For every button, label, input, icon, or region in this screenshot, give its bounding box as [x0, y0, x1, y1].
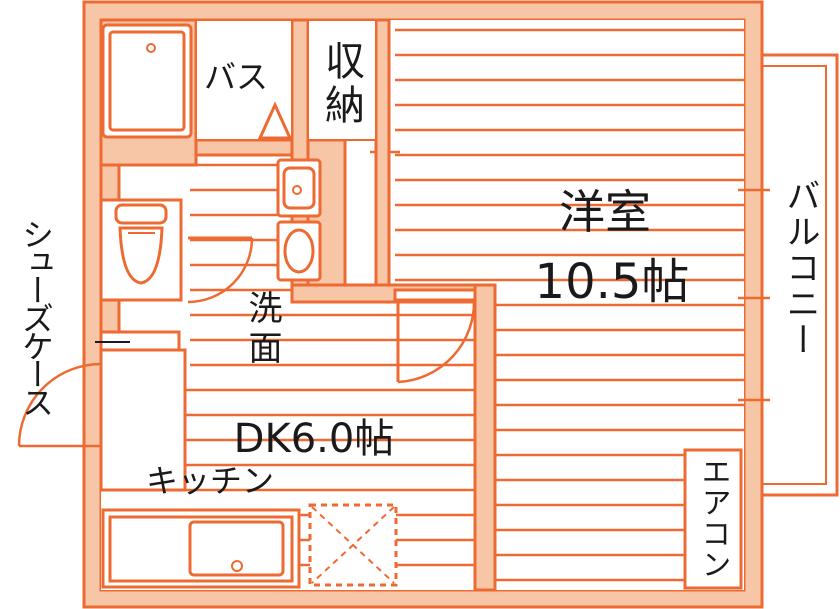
room-name-western: 洋室 [559, 185, 651, 239]
entrance-door-icon [17, 362, 103, 448]
stove-icon [308, 503, 398, 587]
washbasin-icon [276, 158, 322, 218]
bath-label: バス [204, 58, 268, 96]
washroom-label: 洗面 [242, 290, 282, 370]
toilet-icon [114, 203, 168, 285]
shoe-case [95, 330, 187, 492]
dk-floor [101, 163, 475, 567]
door-swing-icon [187, 236, 254, 304]
balcony-label: バルコニー [780, 178, 820, 358]
storage-area [307, 19, 377, 141]
room-door-icon [393, 288, 477, 384]
shoe-case-label: シューズケース [17, 218, 55, 416]
bathtub-icon [101, 23, 193, 139]
kitchen-label: キッチン [146, 462, 274, 500]
washing-machine-icon [276, 220, 322, 282]
bath-entry-marker [257, 101, 293, 140]
air-conditioner-box [683, 448, 743, 590]
room-size-western: 10.5帖 [535, 254, 690, 310]
kitchen-sink-icon [101, 508, 301, 589]
western-room-floor [370, 20, 770, 582]
room-size-dk: DK6.0帖 [234, 416, 395, 462]
storage-label: 収納 [318, 40, 364, 128]
air-conditioner-label: エアコン [696, 456, 731, 580]
